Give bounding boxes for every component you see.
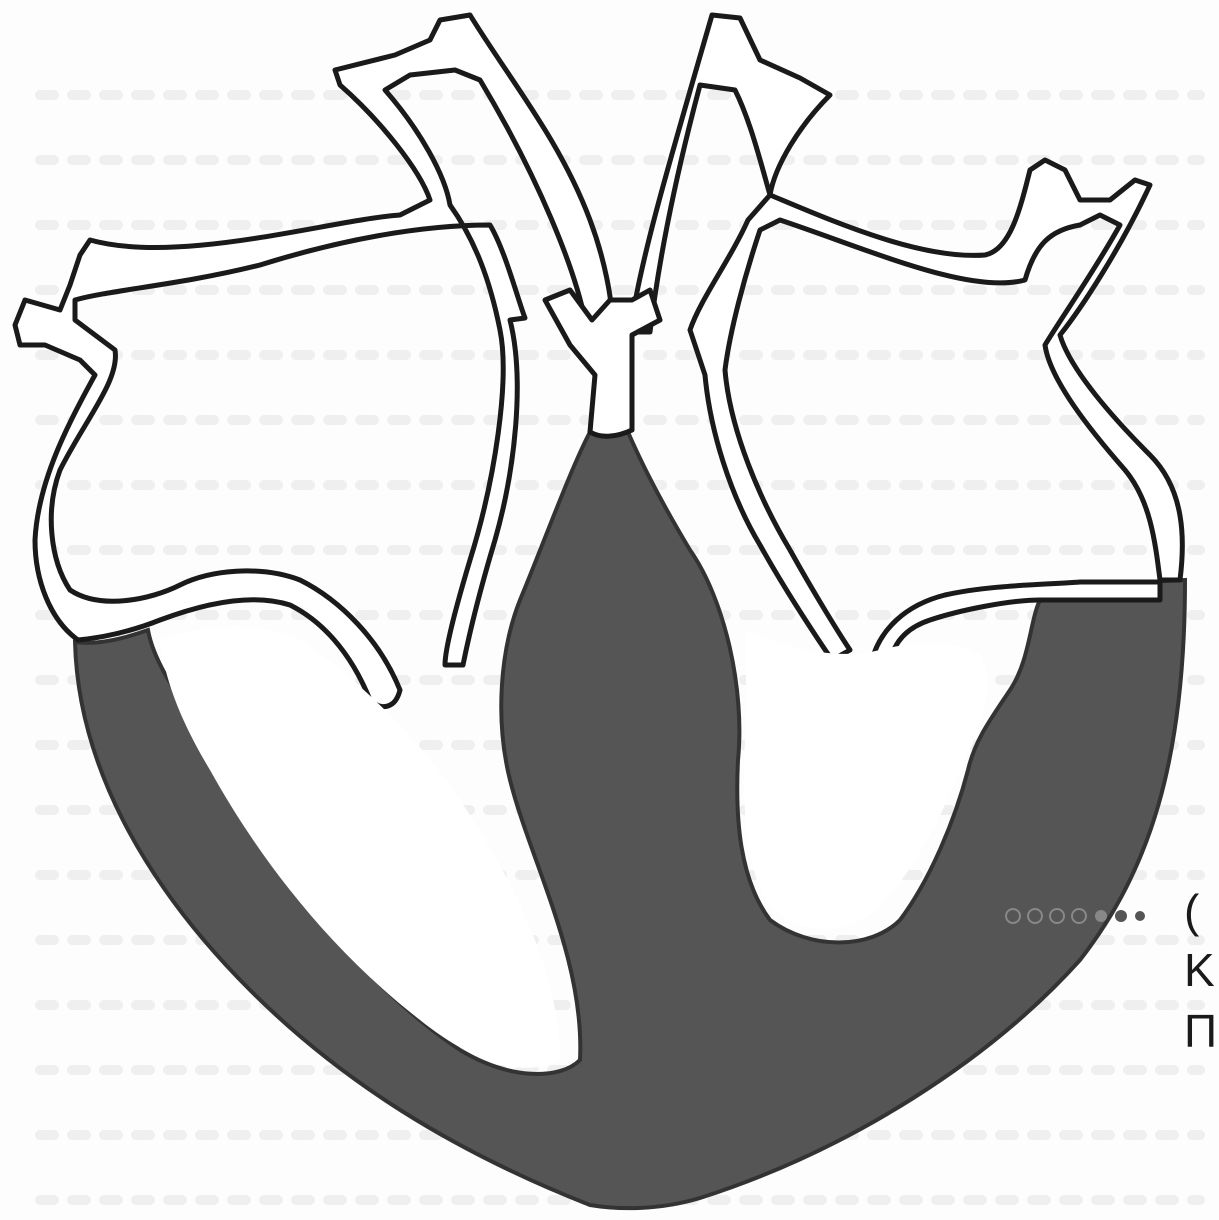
aorta-vessel bbox=[630, 15, 1182, 660]
pulmonary-valve bbox=[545, 290, 660, 436]
label-fragment-2: K bbox=[1184, 947, 1215, 993]
label-fragment-1: ( bbox=[1184, 888, 1199, 934]
label-fragment-3: П bbox=[1184, 1008, 1217, 1054]
